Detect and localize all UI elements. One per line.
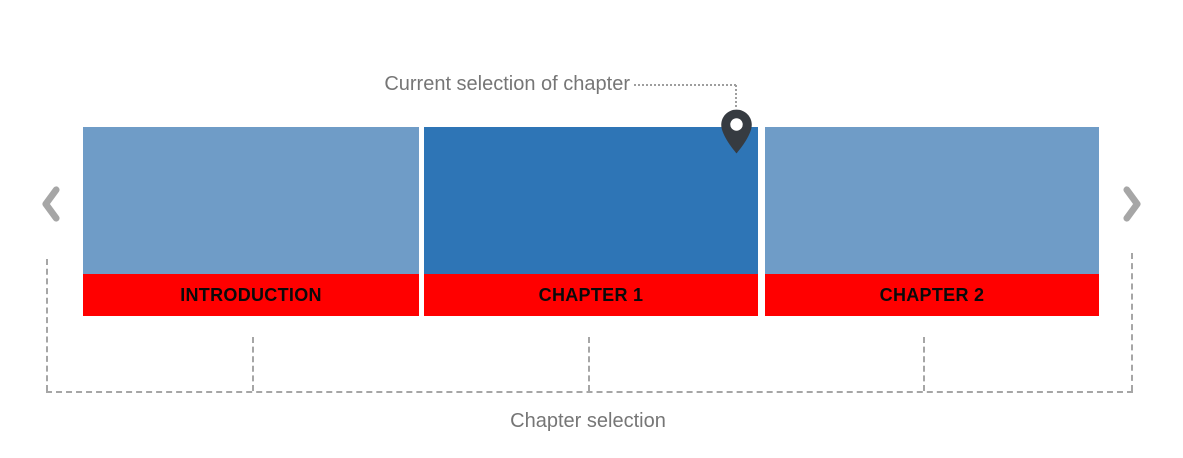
chevron-left-icon (39, 185, 63, 223)
bracket-tick-chapter-2 (923, 337, 925, 391)
chapter-card-chapter-2[interactable]: CHAPTER 2 (765, 127, 1099, 316)
chapter-card-title: INTRODUCTION (83, 274, 419, 316)
chapter-card-chapter-1[interactable]: CHAPTER 1 (424, 127, 758, 316)
connector-line-vertical (735, 85, 737, 107)
chapter-card-body (424, 127, 758, 274)
chapter-card-introduction[interactable]: INTRODUCTION (83, 127, 419, 316)
bracket-tick-introduction (252, 337, 254, 391)
map-pin-icon (719, 107, 754, 156)
chapter-selection-label: Chapter selection (510, 410, 666, 432)
bracket-tick-chapter-1 (588, 337, 590, 391)
previous-chapter-button[interactable] (39, 185, 63, 223)
next-chapter-button[interactable] (1120, 185, 1144, 223)
chapter-card-title: CHAPTER 2 (765, 274, 1099, 316)
bracket-line-bottom (46, 391, 1133, 393)
chapter-card-body (765, 127, 1099, 274)
connector-line-horizontal (634, 84, 736, 86)
current-selection-label: Current selection of chapter (384, 73, 630, 95)
chevron-right-icon (1120, 185, 1144, 223)
chapter-card-title: CHAPTER 1 (424, 274, 758, 316)
chapter-card-body (83, 127, 419, 274)
bracket-line-left (46, 259, 48, 391)
bracket-line-right (1131, 253, 1133, 391)
